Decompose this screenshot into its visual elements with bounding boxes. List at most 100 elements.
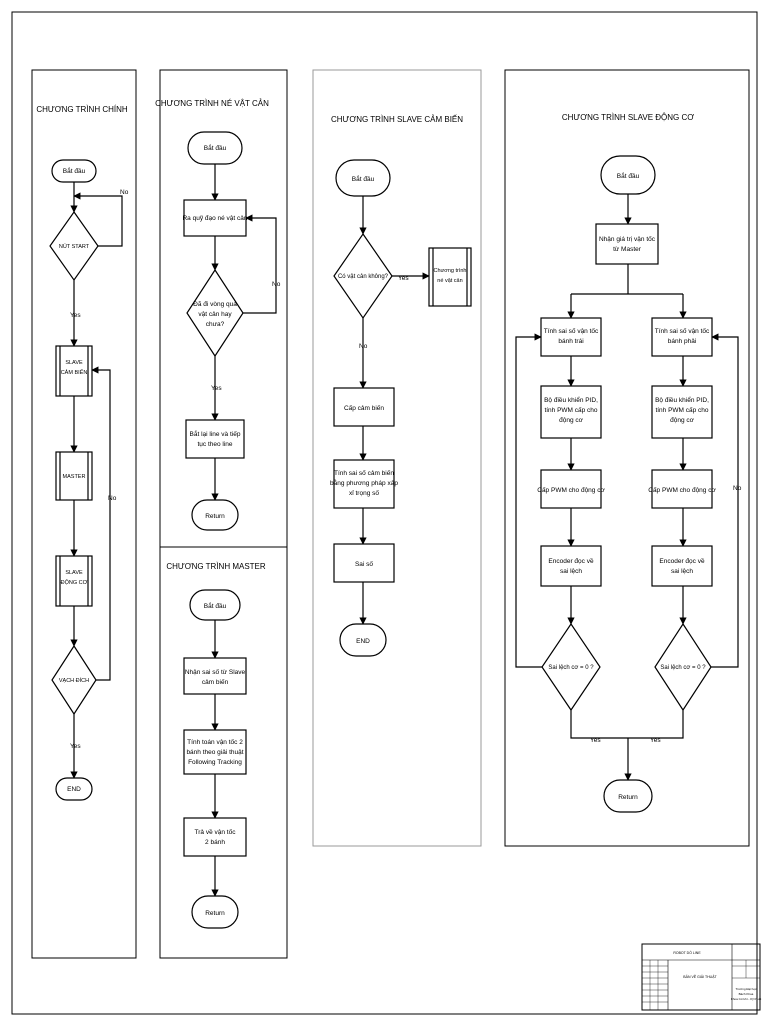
avoid-end-label: Return <box>205 513 225 520</box>
sensor-sub-label-1: Chương trình <box>434 268 467 274</box>
motor-left-pid-box <box>540 385 602 439</box>
sensor-step2-label-3: xỉ trọng số <box>349 488 379 497</box>
master-end-label: Return <box>205 910 225 917</box>
title-block-center: BẢN VẼ GIẢI THUẬT <box>683 974 717 979</box>
sensor-sub-label-2: né vật cản <box>437 278 462 284</box>
master-step1-label-2: cảm biến <box>202 677 229 686</box>
main-no-loop-2 <box>91 366 111 681</box>
sensor-sub-box <box>428 247 472 307</box>
motor-right-calc-label-2: bánh phải <box>668 338 697 345</box>
avoid-yes-label: Yes <box>211 385 222 392</box>
motor-right-pid-label-3: động cơ <box>670 417 695 424</box>
motor-left-pid-label-2: tính PWM cấp cho <box>544 405 597 414</box>
master-panel-frame <box>159 546 288 959</box>
title-block-school-2: Bách Khoa <box>739 992 754 996</box>
main-end-label: END <box>67 786 81 793</box>
avoid-start-label: Bắt đầu <box>204 143 227 152</box>
motor-left-yes-line <box>570 710 628 739</box>
motor-right-pid-label-2: tính PWM cấp cho <box>655 405 708 414</box>
motor-left-calc-label-2: bánh trái <box>558 338 583 345</box>
motor-right-enc-label-1: Encoder đọc về <box>659 556 705 565</box>
motor-left-enc-label-1: Encoder đọc về <box>548 556 594 565</box>
motor-left-enc-label-2: sai lệch <box>560 568 582 575</box>
motor-end-label: Return <box>618 794 638 801</box>
motor-right-pid-label-1: Bộ điều khiển PID, <box>655 395 709 404</box>
avoid-step2-box <box>185 419 245 459</box>
sensor-step1-box <box>333 387 395 427</box>
main-program-panel: CHƯƠNG TRÌNH CHÍNH Bắt đầu NÚT START No … <box>31 69 137 959</box>
sensor-start-label: Bắt đầu <box>352 174 375 183</box>
sensor-step2-box <box>333 459 395 509</box>
master-step1-box <box>183 657 247 695</box>
motor-no-label: No <box>733 485 742 492</box>
sensor-program-panel: CHƯƠNG TRÌNH SLAVE CẢM BIẾN Bắt đầu Có v… <box>312 69 482 847</box>
main-title: CHƯƠNG TRÌNH CHÍNH <box>36 105 128 114</box>
avoid-end-terminal <box>191 499 239 531</box>
motor-end-terminal <box>603 779 653 813</box>
avoid-cond-2: vật cản hay <box>198 311 232 318</box>
motor-start-label: Bắt đầu <box>617 171 640 180</box>
avoid-step1-label: Ra quỹ đạo né vật cản <box>182 215 247 222</box>
master-program-panel: CHƯƠNG TRÌNH MASTER Bắt đầu Nhận sai số … <box>159 546 288 959</box>
avoid-step2-label-2: tục theo line <box>197 441 232 448</box>
sensor-panel-frame <box>312 69 482 847</box>
motor-right-pwm-label: Cấp PWM cho động cơ <box>648 485 716 494</box>
master-step1-label-1: Nhận sai số từ Slave <box>185 667 246 676</box>
motor-recv-box <box>595 223 659 265</box>
main-slave-sensor-label-2: CẢM BIẾN <box>61 369 88 376</box>
sensor-step3-label: Sai số <box>355 559 373 568</box>
motor-left-calc-label-1: Tính sai số vận tốc <box>544 326 599 335</box>
master-title: CHƯƠNG TRÌNH MASTER <box>166 562 266 571</box>
title-block-school-3: Khoa Cơ khí - Kỹ thuật <box>731 997 762 1001</box>
motor-right-pid-box <box>651 385 713 439</box>
motor-left-calc-box <box>540 317 602 357</box>
motor-left-pid-label-3: động cơ <box>559 417 584 424</box>
main-no-label: No <box>120 189 129 196</box>
title-block-header: ROBOT DÒ LINE <box>673 950 701 955</box>
master-step2-label-1: Tính toán vận tốc 2 <box>187 737 243 746</box>
main-no-label-2: No <box>108 495 117 502</box>
main-finish-cond-label: VẠCH ĐÍCH <box>59 677 89 684</box>
master-start-label: Bắt đầu <box>204 601 227 610</box>
master-step3-label-1: Trả về vận tốc <box>195 827 237 836</box>
motor-yes-right-label: Yes <box>650 737 661 744</box>
motor-left-cond-label: Sai lệch cơ = 0 ? <box>548 665 594 671</box>
master-step2-box <box>183 729 247 775</box>
master-step3-box <box>183 817 247 857</box>
main-master-label: MASTER <box>63 474 86 480</box>
title-block: ROBOT DÒ LINE BẢN VẼ GIẢI THUẬT Trường Đ… <box>641 943 762 1011</box>
avoid-program-panel: CHƯƠNG TRÌNH NÉ VẬT CẢN Bắt đầu Ra quỹ đ… <box>155 69 288 548</box>
motor-yes-left-label: Yes <box>590 737 601 744</box>
avoid-cond-3: chưa? <box>206 321 225 328</box>
motor-right-no-loop <box>711 333 739 668</box>
motor-right-yes-line <box>628 710 684 739</box>
motor-right-cond-label: Sai lệch cơ = 0 ? <box>660 665 706 671</box>
sensor-step3-box <box>333 543 395 583</box>
sensor-step1-label: Cấp cảm biến <box>344 403 384 412</box>
sheet-border <box>11 11 758 1015</box>
motor-recv-label-2: từ Master <box>613 246 642 253</box>
motor-panel-frame <box>504 69 750 847</box>
main-end-terminal <box>55 777 93 801</box>
master-step2-label-2: bánh theo giải thuật <box>186 749 243 756</box>
avoid-step2-label-1: Bắt lại line và tiếp <box>190 429 241 438</box>
motor-left-enc-box <box>540 545 602 587</box>
master-step3-label-2: 2 bánh <box>205 839 225 846</box>
avoid-cond-1: Đã đi vòng qua <box>193 301 237 308</box>
motor-right-calc-label-1: Tính sai số vận tốc <box>655 326 710 335</box>
motor-right-enc-label-2: sai lệch <box>671 568 693 575</box>
sensor-no-label: No <box>359 343 368 350</box>
sensor-step2-label-1: Tính sai số cảm biến <box>334 468 394 477</box>
sensor-yes-label: Yes <box>398 275 409 282</box>
main-yes-label: Yes <box>70 312 81 319</box>
motor-title: CHƯƠNG TRÌNH SLAVE ĐỘNG CƠ <box>562 113 694 122</box>
motor-left-pwm-label: Cấp PWM cho động cơ <box>537 485 605 494</box>
motor-left-no-loop <box>515 333 542 668</box>
main-panel-frame <box>31 69 137 959</box>
motor-right-pwm-box <box>651 469 713 509</box>
avoid-title: CHƯƠNG TRÌNH NÉ VẬT CẢN <box>155 99 269 108</box>
main-slave-motor-label-2: ĐỘNG CƠ <box>61 579 88 586</box>
main-start-label: Bắt đầu <box>63 166 86 175</box>
main-no-loop <box>73 192 123 247</box>
